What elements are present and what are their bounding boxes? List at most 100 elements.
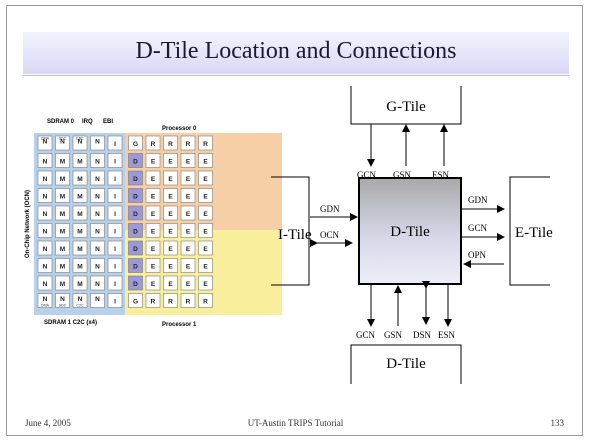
processor0-label: Processor 0 xyxy=(162,126,197,132)
chip-cell-letter: N xyxy=(43,211,48,218)
chip-cell xyxy=(163,258,178,273)
chip-cell-letter: D xyxy=(133,246,138,253)
chip-cell xyxy=(180,275,196,291)
chip-cell-letter: I xyxy=(114,141,116,148)
chip-cell-letter: E xyxy=(203,211,208,218)
chip-cell xyxy=(145,153,161,168)
footer-date: June 4, 2005 xyxy=(25,418,71,428)
d-tile-label: D-Tile xyxy=(390,224,430,240)
chip-cell-letter: M xyxy=(77,281,82,288)
chip-cell xyxy=(145,240,161,256)
chip-cell xyxy=(90,258,105,273)
title-band: D-Tile Location and Connections xyxy=(23,32,569,74)
chip-cell xyxy=(198,223,213,238)
chip-cell xyxy=(163,223,178,238)
chip-cell xyxy=(37,170,53,186)
chip-cell-letter: M xyxy=(60,159,65,166)
chip-cell xyxy=(145,188,161,203)
chip-cell-letter: N xyxy=(95,139,100,146)
chip-cell-letter: R xyxy=(151,299,156,306)
left-net-gdn: GDN xyxy=(320,204,340,214)
g-tile-label: G-Tile xyxy=(386,99,426,115)
chip-cell xyxy=(107,135,123,151)
chip-cell-letter: I xyxy=(114,211,116,218)
bottom-net-esn: ESN xyxy=(438,330,456,340)
chip-cell xyxy=(163,170,178,186)
chip-cell xyxy=(72,153,88,168)
chip-cell xyxy=(37,188,53,203)
chip-cell xyxy=(90,240,105,256)
chip-cell xyxy=(55,240,70,256)
chip-cell xyxy=(37,153,53,168)
chip-cell xyxy=(90,135,105,151)
chip-cell xyxy=(72,275,88,291)
chip-cell xyxy=(198,293,213,308)
chip-cell-letter: E xyxy=(186,264,191,271)
chip-cell-letter: E xyxy=(203,159,208,166)
chip-cell-letter: N xyxy=(43,246,48,253)
chip-cell xyxy=(198,135,213,151)
chip-cell xyxy=(145,223,161,238)
chip-cell-letter: E xyxy=(186,281,191,288)
chip-cell xyxy=(55,188,70,203)
left-net-ocn: OCN xyxy=(320,230,340,240)
chip-cell-letter: R xyxy=(186,141,191,148)
chip-cell xyxy=(128,258,143,273)
chip-cell xyxy=(107,205,123,221)
chip-cell-letter: E xyxy=(203,264,208,271)
chip-cell-letter: N xyxy=(43,139,48,146)
chip-cell-letter: E xyxy=(186,246,191,253)
chip-cell-letter: N xyxy=(95,194,100,201)
chip-cell xyxy=(198,188,213,203)
chip-cell-letter: M xyxy=(77,211,82,218)
chip-cell-letter: N xyxy=(43,159,48,166)
chip-cell-letter: M xyxy=(60,176,65,183)
chip-cell xyxy=(180,223,196,238)
chip-cell-letter: M xyxy=(77,229,82,236)
chip-cell-letter: D xyxy=(133,194,138,201)
chip-cell-letter: E xyxy=(151,281,156,288)
chip-cell-letter: I xyxy=(114,229,116,236)
chip-cell xyxy=(145,135,161,151)
chip-cell xyxy=(90,153,105,168)
chip-cell-letter: E xyxy=(151,211,156,218)
chip-cell xyxy=(128,275,143,291)
chip-cell-letter: E xyxy=(151,159,156,166)
chip-cell xyxy=(163,240,178,256)
chip-cell xyxy=(107,275,123,291)
chip-cell xyxy=(128,240,143,256)
processor1-label: Processor 1 xyxy=(162,322,197,328)
chip-cell-letter: R xyxy=(186,299,191,306)
top-label-sdram0: SDRAM 0 xyxy=(47,119,75,125)
chip-cell-letter: M xyxy=(77,176,82,183)
chip-cell-letter: E xyxy=(203,281,208,288)
chip-cell xyxy=(55,275,70,291)
chip-cell xyxy=(128,153,143,168)
chip-cell-letter: E xyxy=(151,246,156,253)
chip-cell-letter: E xyxy=(151,264,156,271)
chip-cell-sublabel: DMA xyxy=(41,137,50,141)
chip-cell-sublabel: SDC xyxy=(59,304,67,308)
chip-cell-letter: I xyxy=(114,159,116,166)
chip-cell xyxy=(180,153,196,168)
chip-cell-letter: E xyxy=(186,194,191,201)
chip-cell-letter: N xyxy=(95,246,100,253)
bottom-d-tile-label: D-Tile xyxy=(386,356,426,372)
top-net-gsn: GSN xyxy=(393,170,412,180)
chip-cell xyxy=(107,240,123,256)
chip-cell-letter: I xyxy=(114,176,116,183)
chip-cell-letter: R xyxy=(168,299,173,306)
chip-cell xyxy=(72,293,88,308)
chip-cell-letter: N xyxy=(95,229,100,236)
chip-cell xyxy=(163,293,178,308)
chip-cell xyxy=(107,170,123,186)
footer-title: UT-Austin TRIPS Tutorial xyxy=(247,418,344,428)
e-tile-bracket xyxy=(509,176,550,286)
chip-cell xyxy=(128,170,143,186)
chip-cell-letter: E xyxy=(151,194,156,201)
chip-cell-sublabel: EBC xyxy=(76,137,84,141)
chip-cell xyxy=(90,170,105,186)
chip-cell xyxy=(163,153,178,168)
chip-cell-sublabel: SDC xyxy=(59,137,67,141)
